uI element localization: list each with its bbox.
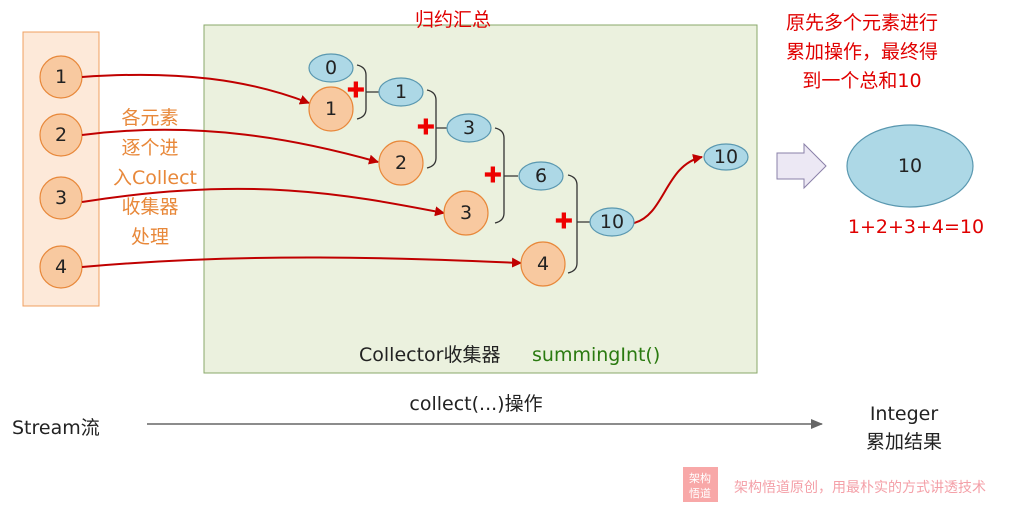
accumulator-value: 1	[395, 81, 407, 103]
stream-element-value: 4	[55, 256, 67, 278]
element-arrow	[81, 256, 522, 268]
output-ellipse	[703, 143, 749, 171]
red-arrows	[81, 73, 703, 268]
stream-element-value: 3	[55, 187, 67, 209]
output-arrow	[633, 154, 703, 224]
result-type: Integer	[870, 403, 939, 425]
input-circle	[308, 86, 354, 132]
result-ellipse	[846, 124, 974, 208]
side-note-line: 逐个进	[121, 137, 178, 159]
output-value: 10	[714, 146, 738, 168]
plus-icon: ✚	[484, 164, 502, 189]
accumulator-ellipse	[446, 113, 492, 143]
stream-elements: 1 2 3 4	[39, 55, 83, 289]
note-line: 累加操作，最终得	[786, 41, 938, 63]
element-arrow	[81, 73, 310, 105]
input-circle	[378, 140, 424, 186]
sum-bracket	[567, 174, 591, 274]
input-circle	[443, 190, 489, 236]
note-line: 原先多个元素进行	[786, 12, 938, 34]
watermark-logo	[683, 467, 718, 502]
accumulator-value: 3	[463, 117, 475, 139]
collector-label: Collector收集器	[359, 344, 500, 366]
watermark-logo-text: 架构	[689, 471, 711, 485]
accumulation-tree: 0 1 ✚ 1 2 ✚ 3 3 ✚ 6 4 ✚ 10 10	[308, 53, 749, 287]
side-note-line: 各元素	[121, 107, 178, 129]
equation: 1+2+3+4=10	[848, 216, 984, 238]
collector-method: summingInt()	[532, 344, 660, 366]
sum-bracket	[494, 127, 518, 224]
result-value: 10	[898, 155, 922, 177]
note-line: 到一个总和10	[802, 70, 921, 92]
input-value: 2	[395, 152, 407, 174]
stream-element-value: 1	[55, 66, 67, 88]
watermark-logo-text: 悟道	[689, 486, 711, 500]
input-circle	[520, 241, 566, 287]
accumulator-ellipse	[378, 77, 424, 107]
stream-label: Stream流	[12, 417, 100, 439]
input-value: 1	[325, 98, 337, 120]
watermark: 架构 悟道 架构悟道原创，用最朴实的方式讲透技术	[683, 467, 986, 502]
plus-icon: ✚	[555, 210, 573, 235]
accumulator-value: 10	[600, 211, 624, 233]
right-arrow-icon	[776, 142, 827, 190]
stream-element-value: 2	[55, 124, 67, 146]
stream-element-circle	[39, 176, 83, 220]
input-value: 3	[460, 202, 472, 224]
side-note-line: 处理	[131, 226, 169, 248]
plus-icon: ✚	[347, 79, 365, 104]
operation-label: collect(...)操作	[409, 393, 542, 415]
result-caption: 累加结果	[866, 431, 942, 453]
element-arrow	[81, 128, 379, 165]
plus-icon: ✚	[417, 116, 435, 141]
watermark-text: 架构悟道原创，用最朴实的方式讲透技术	[734, 480, 986, 496]
side-note: 各元素 逐个进 入Collect 收集器 处理	[113, 107, 197, 248]
accumulator-value: 6	[535, 165, 547, 187]
side-note-line: 收集器	[121, 196, 178, 218]
accumulator-ellipse	[518, 161, 564, 191]
title: 归约汇总	[415, 9, 491, 31]
accumulator-ellipse	[589, 207, 635, 237]
element-arrow	[81, 187, 445, 217]
sum-bracket	[356, 64, 380, 120]
note: 原先多个元素进行 累加操作，最终得 到一个总和10	[786, 12, 938, 92]
input-value: 4	[537, 253, 549, 275]
side-note-line: 入Collect	[113, 167, 197, 189]
accumulator-ellipse	[308, 53, 354, 83]
accumulator-value: 0	[325, 57, 337, 79]
